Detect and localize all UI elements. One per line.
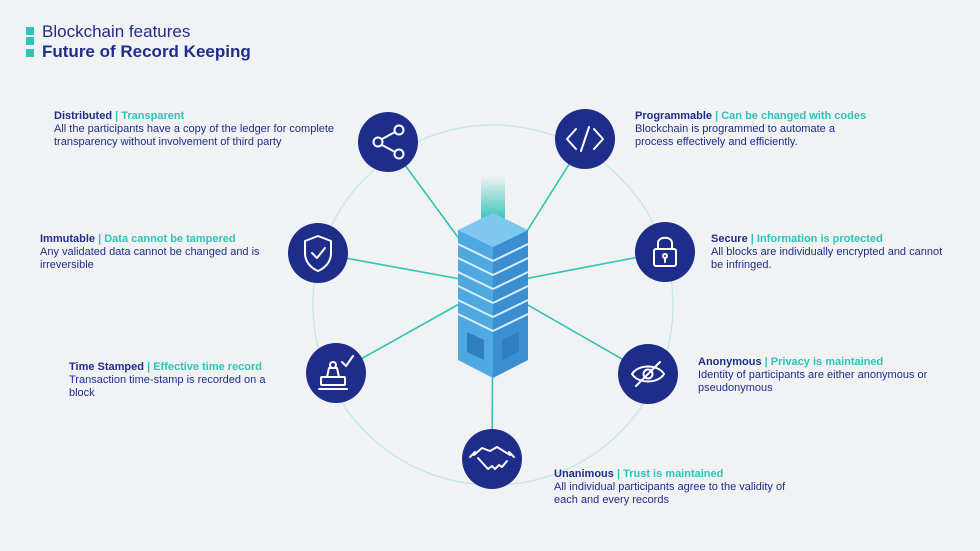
page-subtitle: Future of Record Keeping [42,42,251,61]
feature-tag: Information is protected [756,233,883,245]
feature-name: Programmable [635,110,713,122]
feature-name: Time Stamped [69,361,144,373]
feature-time-stamped: Time Stamped | Effective time record Tra… [69,361,284,400]
feature-secure: Secure | Information is protected All bl… [711,233,956,272]
separator: | [715,110,719,122]
feature-tag: Data cannot be tampered [104,233,236,245]
feature-tag: Can be changed with codes [721,110,867,122]
eye-off-icon [618,344,678,404]
separator: | [764,356,768,368]
feature-description: Transaction time-stamp is recorded on a … [69,374,266,399]
shield-check-icon [288,223,348,283]
separator: | [750,233,754,245]
feature-name: Secure [711,233,748,245]
feature-tag: Trust is maintained [623,468,724,480]
feature-description: Identity of participants are either anon… [698,369,928,394]
feature-description: All blocks are individually encrypted an… [711,246,943,271]
feature-programmable: Programmable | Can be changed with codes… [635,110,875,149]
separator: | [616,468,621,480]
title-marker-third [26,49,34,57]
feature-description: All the participants have a copy of the … [54,123,335,148]
page-title: Blockchain features [42,22,191,41]
code-icon [555,109,615,169]
title-marker-top [26,27,34,35]
feature-description: All individual participants agree to the… [554,481,786,506]
feature-tag: Transparent [121,110,185,122]
feature-description: Blockchain is programmed to automate a p… [635,123,835,148]
feature-immutable: Immutable | Data cannot be tampered Any … [40,233,275,272]
feature-name: Anonymous [698,356,762,368]
feature-description: Any validated data cannot be changed and… [40,246,260,271]
feature-name: Unanimous [554,468,614,480]
stamp-icon [306,343,366,403]
separator: | [147,361,151,373]
blockchain-stack-icon [457,176,529,378]
title-marker-bottom [26,37,34,45]
feature-tag: Effective time record [153,361,263,373]
feature-tag: Privacy is maintained [770,356,884,368]
feature-distributed: Distributed | Transparent All the partic… [54,110,354,149]
separator: | [115,110,119,122]
share-icon [358,112,418,172]
handshake-icon [462,429,522,489]
feature-name: Distributed [54,110,113,122]
feature-unanimous: Unanimous | Trust is maintained All indi… [554,468,794,507]
feature-name: Immutable [40,233,96,245]
lock-icon [635,222,695,282]
separator: | [98,233,102,245]
feature-anonymous: Anonymous | Privacy is maintained Identi… [698,356,948,395]
